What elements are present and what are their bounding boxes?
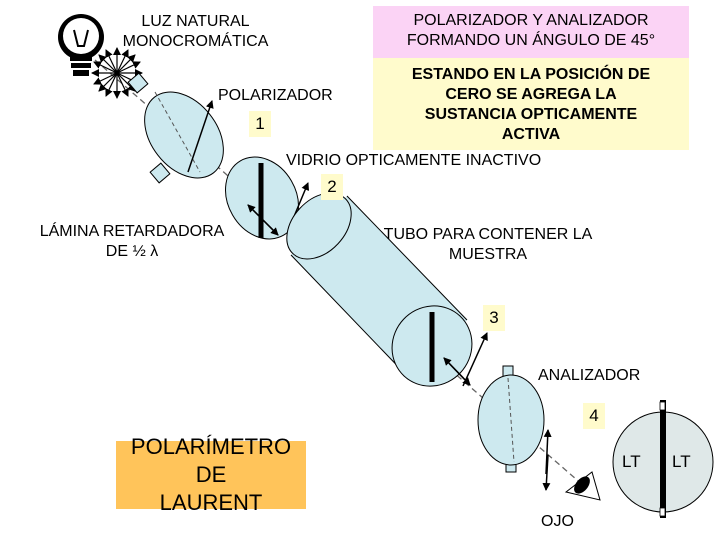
- zero-position-label: ESTANDO EN LA POSICIÓN DE CERO SE AGREGA…: [373, 65, 689, 145]
- step-number-1: 1: [249, 111, 271, 137]
- title-box: [116, 441, 306, 509]
- polarized-vector-arrow: [187, 100, 214, 173]
- lt-left-label: LT: [622, 452, 641, 471]
- posicion-line-3: SUSTANCIA OPTICAMENTE: [424, 106, 638, 123]
- step-number-4: 4: [583, 403, 605, 429]
- pol-ana-line-1: POLARIZADOR Y ANALIZADOR: [413, 12, 649, 29]
- polarizer: [127, 72, 224, 184]
- tubo-line-1: TUBO PARA CONTENER LA: [383, 226, 593, 243]
- vidrio-label: VIDRIO OPTICAMENTE INACTIVO: [286, 152, 542, 169]
- tubo-line-2: MUESTRA: [448, 246, 528, 263]
- yellow-info-box: [373, 58, 689, 150]
- pink-info-box: [373, 6, 689, 58]
- step-number-2: 2: [321, 174, 343, 200]
- polarizador-label: POLARIZADOR: [218, 87, 333, 104]
- tubo-label: TUBO PARA CONTENER LA MUESTRA: [368, 225, 608, 265]
- ojo-label: OJO: [541, 513, 574, 530]
- posicion-line-1: ESTANDO EN LA POSICIÓN DE: [411, 66, 651, 83]
- half-wave-plate: [225, 156, 309, 240]
- step-number-3: 3: [483, 305, 505, 331]
- half-shade-field: [612, 400, 714, 518]
- luz-line-1: LUZ NATURAL: [141, 13, 250, 30]
- lamina-label: LÁMINA RETARDADORA DE ½ λ: [22, 222, 242, 262]
- title-line-2: LAURENT: [159, 490, 263, 515]
- pol-ana-line-2: FORMANDO UN ÁNGULO DE 45°: [406, 32, 656, 49]
- posicion-line-4: ACTIVA: [501, 126, 561, 143]
- natural-light-rays: [91, 47, 143, 99]
- eye-icon: [564, 471, 601, 501]
- analyzer: [477, 365, 552, 491]
- lightbulb-icon: [58, 14, 104, 76]
- analizador-label: ANALIZADOR: [538, 367, 641, 384]
- polarizer-analyzer-label: POLARIZADOR Y ANALIZADOR FORMANDO UN ÁNG…: [373, 11, 689, 51]
- posicion-line-2: CERO SE AGREGA LA: [445, 86, 617, 103]
- luz-natural-label: LUZ NATURAL MONOCROMÁTICA: [113, 12, 278, 52]
- lamina-line-1: LÁMINA RETARDADORA: [39, 223, 225, 240]
- lamina-line-2: DE ½ λ: [105, 243, 159, 260]
- lt-right-label: LT: [672, 452, 691, 471]
- luz-line-2: MONOCROMÁTICA: [122, 33, 269, 50]
- polarimetro-title: POLARÍMETRO DE LAURENT: [116, 434, 306, 515]
- sample-tube: [286, 192, 488, 387]
- title-line-1: POLARÍMETRO DE: [130, 434, 292, 487]
